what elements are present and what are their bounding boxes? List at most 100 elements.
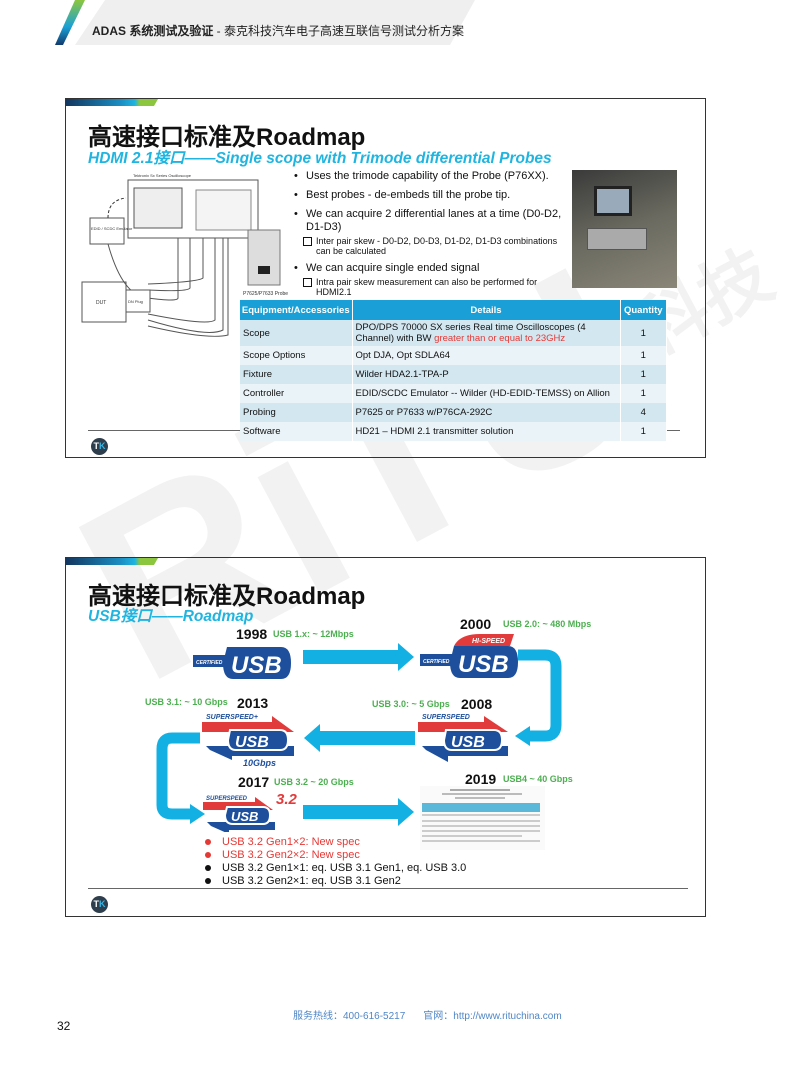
svg-text:SUPERSPEED: SUPERSPEED	[206, 796, 248, 802]
svg-text:SUPERSPEED+: SUPERSPEED+	[206, 714, 258, 721]
website-link[interactable]: 官网：http://www.rituchina.com	[423, 1011, 562, 1022]
tek-logo: TK	[91, 438, 108, 455]
cell-details: P7625 or P7633 w/P76CA-292C	[352, 403, 621, 422]
speed-label: USB 2.0: ~ 480 Mbps	[503, 619, 592, 629]
svg-text:SUPERSPEED: SUPERSPEED	[422, 714, 470, 721]
svg-text:CERTIFIED: CERTIFIED	[196, 660, 223, 666]
cell-qty: 1	[620, 422, 667, 441]
bullet: USB 3.2 Gen2×2: New spec	[205, 849, 466, 862]
usb-bullets: USB 3.2 Gen1×2: New spec USB 3.2 Gen2×2:…	[205, 836, 466, 888]
divider	[88, 888, 688, 889]
bullet: Best probes - de-embeds till the probe t…	[292, 189, 572, 202]
cell-details: EDID/SCDC Emulator -- Wilder (HD-EDID-TE…	[352, 384, 621, 403]
hdmi-bullets: Uses the trimode capability of the Probe…	[292, 170, 572, 303]
cell-item: Scope Options	[240, 346, 353, 365]
slide-usb: 高速接口标准及Roadmap USB接口——Roadmap TK	[65, 557, 706, 917]
hdmi-setup-diagram: P7625/P7633 Probe EDID / SCDC Emulator D…	[81, 173, 288, 337]
emulator-label: EDID / SCDC Emulator	[91, 226, 133, 231]
bullet: We can acquire single ended signal	[292, 262, 572, 275]
bullet: USB 3.2 Gen1×2: New spec	[205, 836, 466, 849]
dut-label: DUT	[96, 300, 106, 306]
slide-accent-bar	[66, 99, 158, 106]
speed-label: USB 1.x: ~ 12Mbps	[273, 629, 354, 639]
svg-text:USB: USB	[451, 734, 485, 751]
year-label: 2019	[465, 771, 497, 787]
cell-qty: 1	[620, 365, 667, 384]
year-label: 2000	[460, 616, 492, 632]
cell-item: Fixture	[240, 365, 353, 384]
speed-label: USB 3.0: ~ 5 Gbps	[372, 699, 450, 709]
bullet: We can acquire 2 differential lanes at a…	[292, 208, 572, 234]
svg-text:USB: USB	[231, 809, 258, 824]
usb4-spec-document	[420, 786, 545, 850]
photo-monitor	[594, 186, 632, 216]
header-title-rest: - 泰克科技汽车电子高速互联信号测试分析方案	[213, 24, 465, 38]
header-title: ADAS 系统测试及验证 - 泰克科技汽车电子高速互联信号测试分析方案	[92, 22, 464, 39]
setup-photo	[572, 170, 677, 288]
header-band	[75, 0, 475, 45]
svg-text:HI-SPEED: HI-SPEED	[472, 638, 505, 645]
cell-item: Probing	[240, 403, 353, 422]
usb-hispeed-logo: HI-SPEED CERTIFIED USB	[420, 634, 518, 678]
slide-title: 高速接口标准及Roadmap	[88, 124, 366, 151]
speed-label: USB4 ~ 40 Gbps	[503, 774, 573, 784]
arrowhead-icon	[190, 804, 205, 824]
cell-details: Opt DJA, Opt SDLA64	[352, 346, 621, 365]
plug-label: DN Plug	[128, 299, 143, 304]
photo-instrument	[587, 228, 647, 250]
equipment-table: Equipment/Accessories Details Quantity S…	[240, 300, 667, 441]
bullet: Uses the trimode capability of the Probe…	[292, 170, 572, 183]
svg-text:USB: USB	[458, 651, 509, 678]
arrowhead-icon	[515, 726, 530, 746]
slide-title: 高速接口标准及Roadmap	[88, 583, 366, 610]
usb-superspeed-logo: SUPERSPEED USB	[418, 714, 508, 762]
year-label: 2008	[461, 696, 493, 712]
bullet: USB 3.2 Gen2×1: eq. USB 3.1 Gen2	[205, 875, 466, 888]
arrow-right-icon	[303, 798, 414, 826]
svg-text:USB: USB	[231, 652, 282, 679]
svg-text:USB: USB	[235, 734, 269, 751]
cell-item: Controller	[240, 384, 353, 403]
scope-label: Tektronix Sx Series Oscilloscope	[133, 173, 192, 178]
col-header: Details	[352, 300, 621, 320]
usb-10gbps-label: 10Gbps	[243, 758, 277, 768]
cell-item: Scope	[240, 320, 353, 346]
usb-superspeed-plus-logo: SUPERSPEED+ USB	[202, 714, 294, 760]
arrow-right-icon	[303, 643, 414, 671]
slide-subtitle: HDMI 2.1接口——Single scope with Trimode di…	[88, 150, 552, 167]
year-label: 2017	[238, 774, 270, 790]
cell-details: DPO/DPS 70000 SX series Real time Oscill…	[352, 320, 621, 346]
sub-bullet: Intra pair skew measurement can also be …	[292, 277, 572, 297]
speed-label: USB 3.1: ~ 10 Gbps	[145, 697, 228, 707]
header-title-bold: ADAS 系统测试及验证	[92, 24, 214, 38]
probe-label: P7625/P7633 Probe	[243, 291, 288, 297]
cell-qty: 1	[620, 384, 667, 403]
svg-text:3.2: 3.2	[276, 791, 298, 808]
year-label: 1998	[236, 626, 268, 642]
bullet: USB 3.2 Gen1×1: eq. USB 3.1 Gen1, eq. US…	[205, 862, 466, 875]
col-header: Quantity	[620, 300, 667, 320]
tek-logo: TK	[91, 896, 108, 913]
usb-certified-logo: CERTIFIED USB	[193, 647, 291, 679]
cell-item: Software	[240, 422, 353, 441]
cell-qty: 1	[620, 320, 667, 346]
cell-details: Wilder HDA2.1-TPA-P	[352, 365, 621, 384]
roadmap-arrows	[156, 643, 562, 826]
cell-qty: 1	[620, 346, 667, 365]
cell-qty: 4	[620, 403, 667, 422]
arrow-left-icon	[304, 724, 415, 752]
speed-label: USB 3.2 ~ 20 Gbps	[274, 777, 354, 787]
usb-32-logo: SUPERSPEED USB 3.2	[203, 791, 298, 832]
col-header: Equipment/Accessories	[240, 300, 353, 320]
year-label: 2013	[237, 695, 269, 711]
cell-details: HD21 – HDMI 2.1 transmitter solution	[352, 422, 621, 441]
sub-bullet: Inter pair skew - D0-D2, D0-D3, D1-D2, D…	[292, 236, 572, 256]
slide-accent-bar	[66, 558, 158, 565]
svg-text:CERTIFIED: CERTIFIED	[423, 659, 450, 665]
